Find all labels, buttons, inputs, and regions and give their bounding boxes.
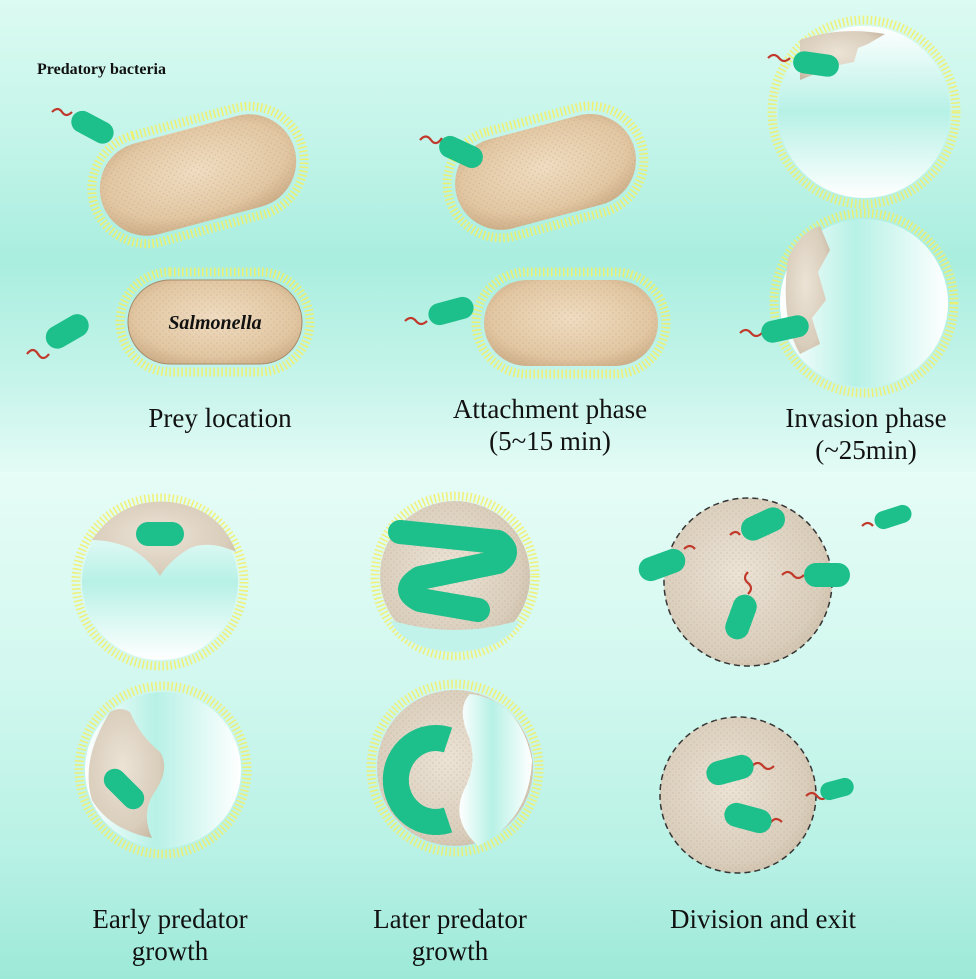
stage-label-line: Division and exit: [628, 904, 898, 936]
stage-label-line: Invasion phase: [756, 403, 976, 435]
prey-label: Salmonella: [131, 312, 299, 335]
stage-label-line: (~25min): [756, 435, 976, 467]
stage-label-line: Attachment phase: [410, 394, 690, 426]
stage-label-division-exit: Division and exit: [628, 904, 898, 936]
figure-title: Predatory bacteria: [37, 61, 166, 80]
stage-label-line: growth: [50, 936, 290, 968]
predator-bacterium: [136, 522, 184, 546]
stage-label-prey-location: Prey location: [100, 403, 340, 435]
stage-label-attachment: Attachment phase (5~15 min): [410, 394, 690, 457]
stage-label-later-growth: Later predator growth: [330, 904, 570, 967]
stage-label-line: growth: [330, 936, 570, 968]
stage-label-line: Later predator: [330, 904, 570, 936]
stage-label-line: Prey location: [100, 403, 340, 435]
stage-label-line: Early predator: [50, 904, 290, 936]
stage-label-invasion: Invasion phase (~25min): [756, 403, 976, 466]
stage-label-early-growth: Early predator growth: [50, 904, 290, 967]
stage-label-line: (5~15 min): [410, 426, 690, 458]
